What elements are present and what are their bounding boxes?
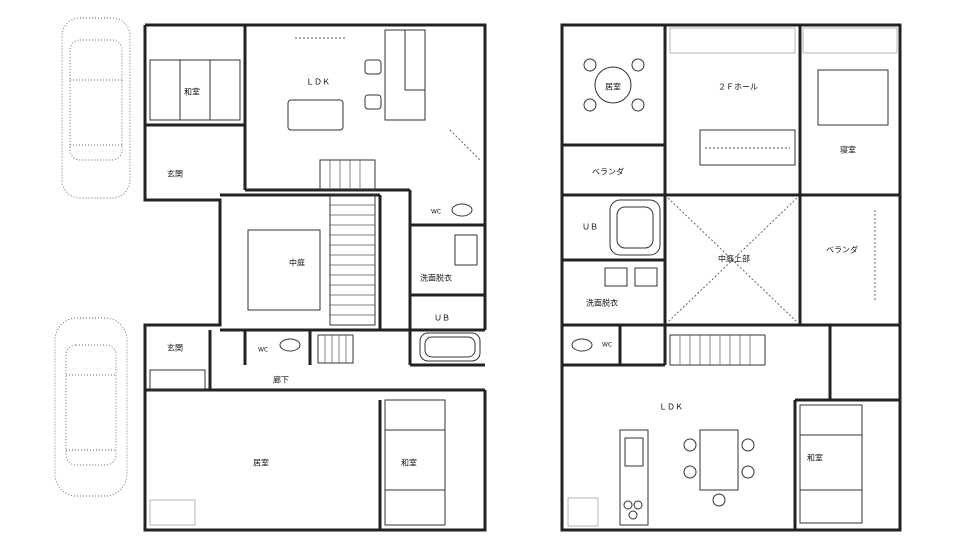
label-ub-2f: ＵＢ xyxy=(582,223,598,232)
label-genkan-north-1f: 玄関 xyxy=(167,169,183,179)
parked-car-south xyxy=(54,317,128,497)
floor1-fixtures xyxy=(149,29,481,526)
label-veranda-west-2f: ベランダ xyxy=(592,167,624,177)
label-washitsu-north-1f: 和室 xyxy=(184,87,200,97)
label-nakaniwa-jobu-2f: 中庭上部 xyxy=(718,254,750,264)
label-nakaniwa-1f: 中庭 xyxy=(289,258,305,268)
label-washitsu-2f: 和室 xyxy=(807,453,823,463)
label-wc-south-1f: WC xyxy=(258,347,268,354)
label-washitsu-south-1f: 和室 xyxy=(401,458,417,468)
floor1-stair-main xyxy=(319,159,376,326)
label-senmen-east-1f: 洗面脱衣 xyxy=(420,273,452,283)
label-wc-2f: WC xyxy=(602,342,612,349)
label-rouka-1f: 廊下 xyxy=(273,375,289,385)
floor2-fixtures xyxy=(567,27,898,527)
floor2-labels: 居室 ２Ｆホール 寝室 ベランダ ＵＢ 中庭上部 ベランダ 洗面脱衣 WC ＬＤ… xyxy=(582,82,858,463)
label-kyoshitsu-south-1f: 居室 xyxy=(253,458,269,468)
label-kyoshitsu-2f: 居室 xyxy=(605,82,621,92)
label-hall-2f: ２Ｆホール xyxy=(718,83,758,92)
label-ldk-2f: ＬＤＫ xyxy=(659,403,683,412)
parked-car-north xyxy=(61,17,131,199)
label-wc-east-1f: WC xyxy=(431,209,441,216)
floor2-stair xyxy=(669,334,766,366)
label-senmen-2f: 洗面脱衣 xyxy=(586,298,618,308)
label-ub-east-1f: ＵＢ xyxy=(434,314,450,323)
floor1-stair-south xyxy=(317,334,354,364)
label-veranda-east-2f: ベランダ xyxy=(826,245,858,255)
floor1-labels: ＬＤＫ 和室 玄関 中庭 WC 洗面脱衣 ＵＢ 玄関 WC 廊下 居室 和室 xyxy=(167,78,452,468)
label-shinshitsu-2f: 寝室 xyxy=(840,145,856,155)
label-genkan-south-1f: 玄関 xyxy=(167,343,183,353)
floor2-walls xyxy=(560,23,902,532)
label-ldk-1f: ＬＤＫ xyxy=(306,78,330,87)
